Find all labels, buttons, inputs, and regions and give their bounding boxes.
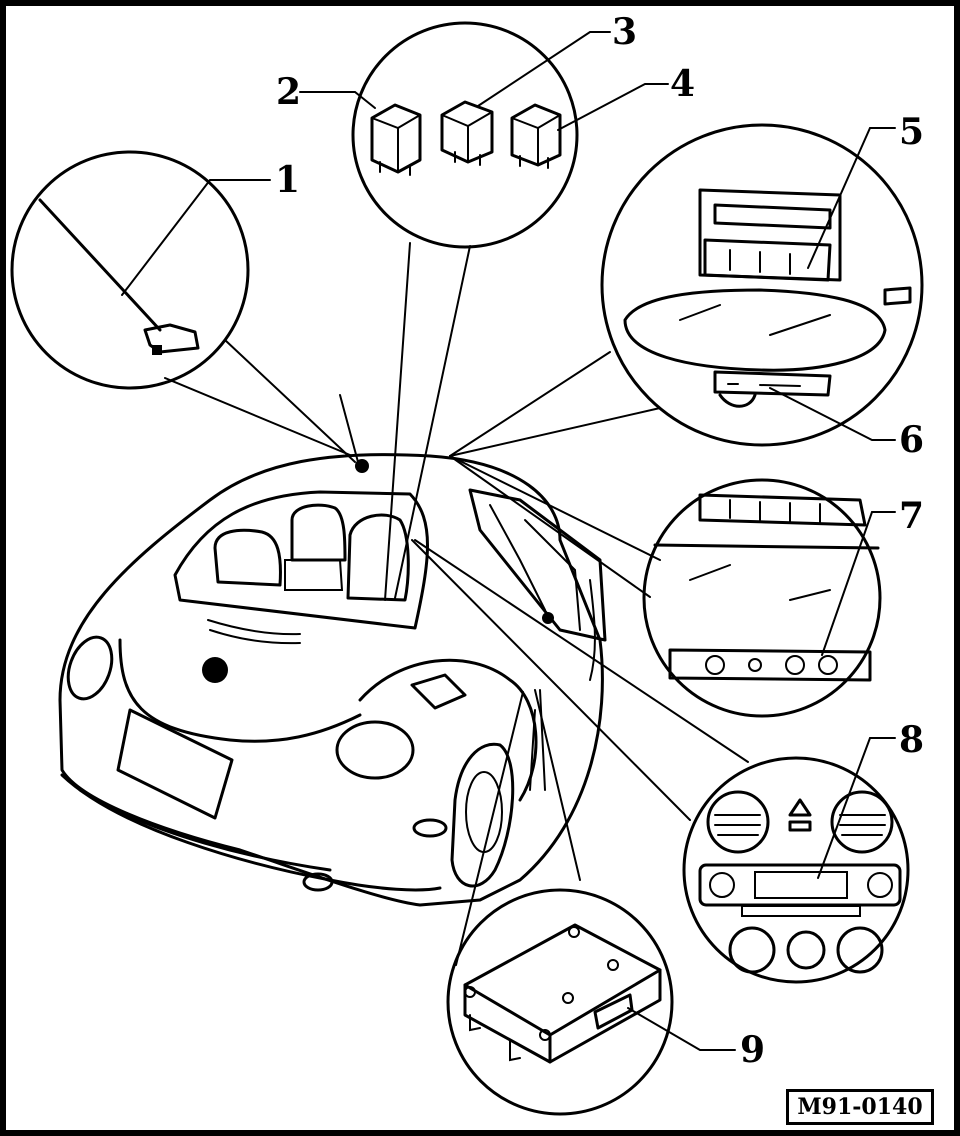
callout-8: 8 [899, 719, 924, 761]
leader-6 [769, 387, 896, 441]
callout-2: 2 [276, 71, 301, 113]
detail-antenna [10, 150, 356, 463]
figure-reference-label: M91-0140 [786, 1089, 934, 1125]
relay-icon [370, 103, 422, 176]
callout-7: 7 [899, 495, 924, 537]
leader-8 [817, 737, 896, 879]
detail-control-module [446, 689, 736, 1116]
leader-9 [627, 1007, 736, 1051]
callout-9: 9 [740, 1029, 765, 1071]
detail-overhead-switches [449, 455, 896, 718]
detail-dashboard [411, 539, 910, 984]
leader-2 [299, 91, 376, 109]
relay-icon [440, 100, 494, 166]
callout-5: 5 [899, 111, 924, 153]
leader-5 [807, 127, 896, 269]
leader-3 [477, 31, 611, 107]
leader-4 [557, 83, 669, 131]
callout-3: 3 [612, 11, 637, 53]
emblem-icon [202, 657, 228, 683]
callout-4: 4 [670, 63, 695, 105]
callout-1: 1 [275, 159, 300, 201]
relay-icon [510, 103, 562, 169]
car-body-illustration [58, 394, 607, 907]
detail-interior-light [449, 123, 924, 457]
detail-relays [299, 21, 669, 601]
leader-1 [121, 179, 271, 296]
callout-6: 6 [899, 419, 924, 461]
leader-7 [821, 511, 896, 656]
